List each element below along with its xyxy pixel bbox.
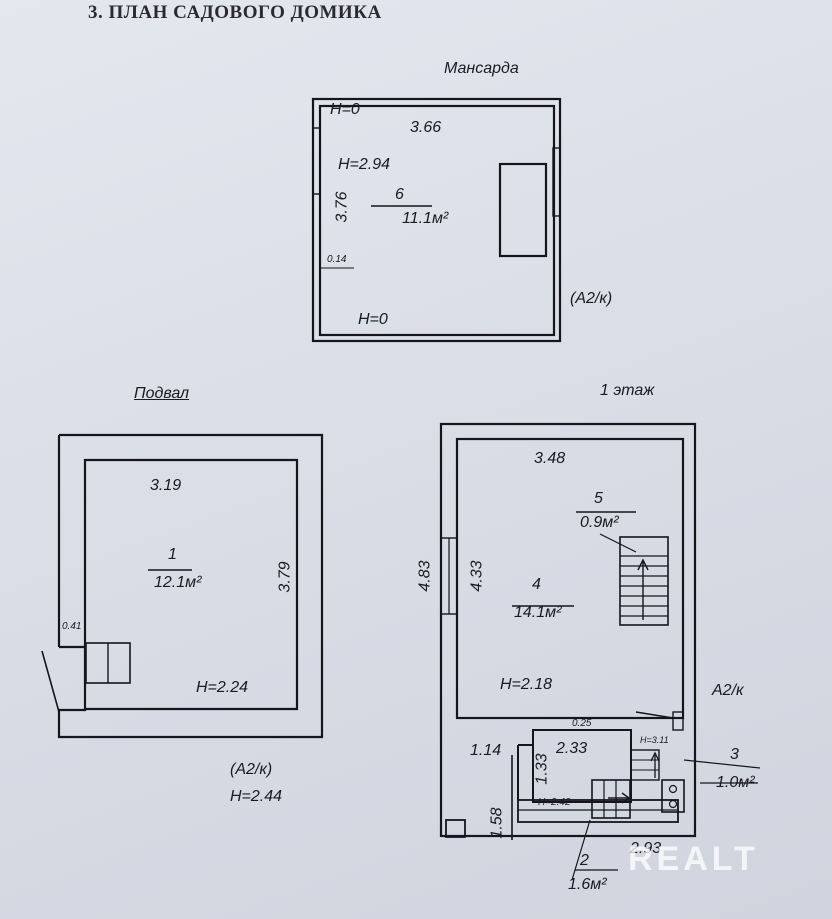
basement-walls xyxy=(57,433,324,739)
room4-area: 14.1м² xyxy=(514,604,562,621)
attic-title: Мансарда xyxy=(444,60,519,77)
attic-window-right xyxy=(552,147,561,217)
floor1-wall-thickness: 0.25 xyxy=(572,718,592,729)
porch-length-dimension: 1.58 xyxy=(488,807,506,839)
attic-inner-wall xyxy=(318,104,556,337)
basement-height-total: H=2.44 xyxy=(230,788,283,805)
basement-room-number: 1 xyxy=(168,546,177,563)
attic-depth-dimension: 3.76 xyxy=(333,191,351,223)
room4-number: 4 xyxy=(532,576,541,593)
page-title: 3. ПЛАН САДОВОГО ДОМИКА xyxy=(88,2,382,23)
attic-height-mid: H=2.94 xyxy=(338,156,391,173)
room5-leader xyxy=(599,533,637,553)
room2-number: 2 xyxy=(580,852,589,869)
attic-outer-wall xyxy=(311,97,562,343)
room3-number: 3 xyxy=(730,746,739,763)
attic-window-left xyxy=(312,127,321,195)
floor1-stair-upper xyxy=(619,536,669,626)
floor1-title: 1 этаж xyxy=(600,382,655,399)
vestibule-width-dimension: 2.33 xyxy=(556,740,588,757)
basement-depth-dimension: 3.79 xyxy=(276,561,294,593)
attic-wall-thickness: 0.14 xyxy=(327,254,347,265)
basement-plan xyxy=(41,433,324,739)
room5-area: 0.9м² xyxy=(580,514,619,531)
attic-room-number: 6 xyxy=(395,186,404,203)
floor1-outer-length: 4.83 xyxy=(416,560,434,592)
floor1-category-note: A2/к xyxy=(712,682,744,699)
basement-entrance-line xyxy=(41,650,60,713)
vestibule-depth-dimension: 1.33 xyxy=(533,753,551,785)
attic-category-note: (A2/к) xyxy=(570,290,613,307)
vestibule-height: H=2.42 xyxy=(538,797,571,808)
basement-title: Подвал xyxy=(134,385,190,402)
vestibule-stair xyxy=(591,779,631,819)
porch-width-dimension: 1.14 xyxy=(470,742,502,759)
attic-room-area: 11.1м² xyxy=(402,210,449,227)
attic-plan xyxy=(311,97,562,343)
realt-watermark: REALT xyxy=(628,840,759,878)
floor1-hall-wall xyxy=(455,437,685,720)
stair-height: H=3.11 xyxy=(640,735,669,745)
floor1-inner-length: 4.33 xyxy=(468,560,486,592)
basement-height: H=2.24 xyxy=(196,679,249,696)
attic-height-bottom: H=0 xyxy=(358,311,388,328)
attic-width-dimension: 3.66 xyxy=(410,119,442,136)
basement-width-dimension: 3.19 xyxy=(150,477,182,494)
basement-category-note: (A2/к) xyxy=(230,761,273,778)
room3-stair xyxy=(630,749,660,781)
room3-leader xyxy=(683,759,761,769)
floor1-outer-wall xyxy=(439,422,697,838)
floor1-bottom-dimension: 2.93 xyxy=(630,840,662,857)
porch-step xyxy=(445,819,466,838)
attic-stair-opening xyxy=(498,162,548,258)
basement-wall-thickness: 0.41 xyxy=(62,621,82,632)
attic-height-top: H=0 xyxy=(330,101,360,118)
basement-room-area: 12.1м² xyxy=(154,574,202,591)
room3-stove xyxy=(661,779,685,813)
room2-leader xyxy=(571,819,591,881)
first-floor-plan xyxy=(439,422,761,881)
floor1-width-dimension: 3.48 xyxy=(534,450,566,467)
floor1-bottom-strip xyxy=(517,799,679,823)
room2-area: 1.6м² xyxy=(568,876,607,893)
room5-number: 5 xyxy=(594,490,603,507)
room3-area: 1.0м² xyxy=(716,774,755,791)
floor1-height: H=2.18 xyxy=(500,676,553,693)
